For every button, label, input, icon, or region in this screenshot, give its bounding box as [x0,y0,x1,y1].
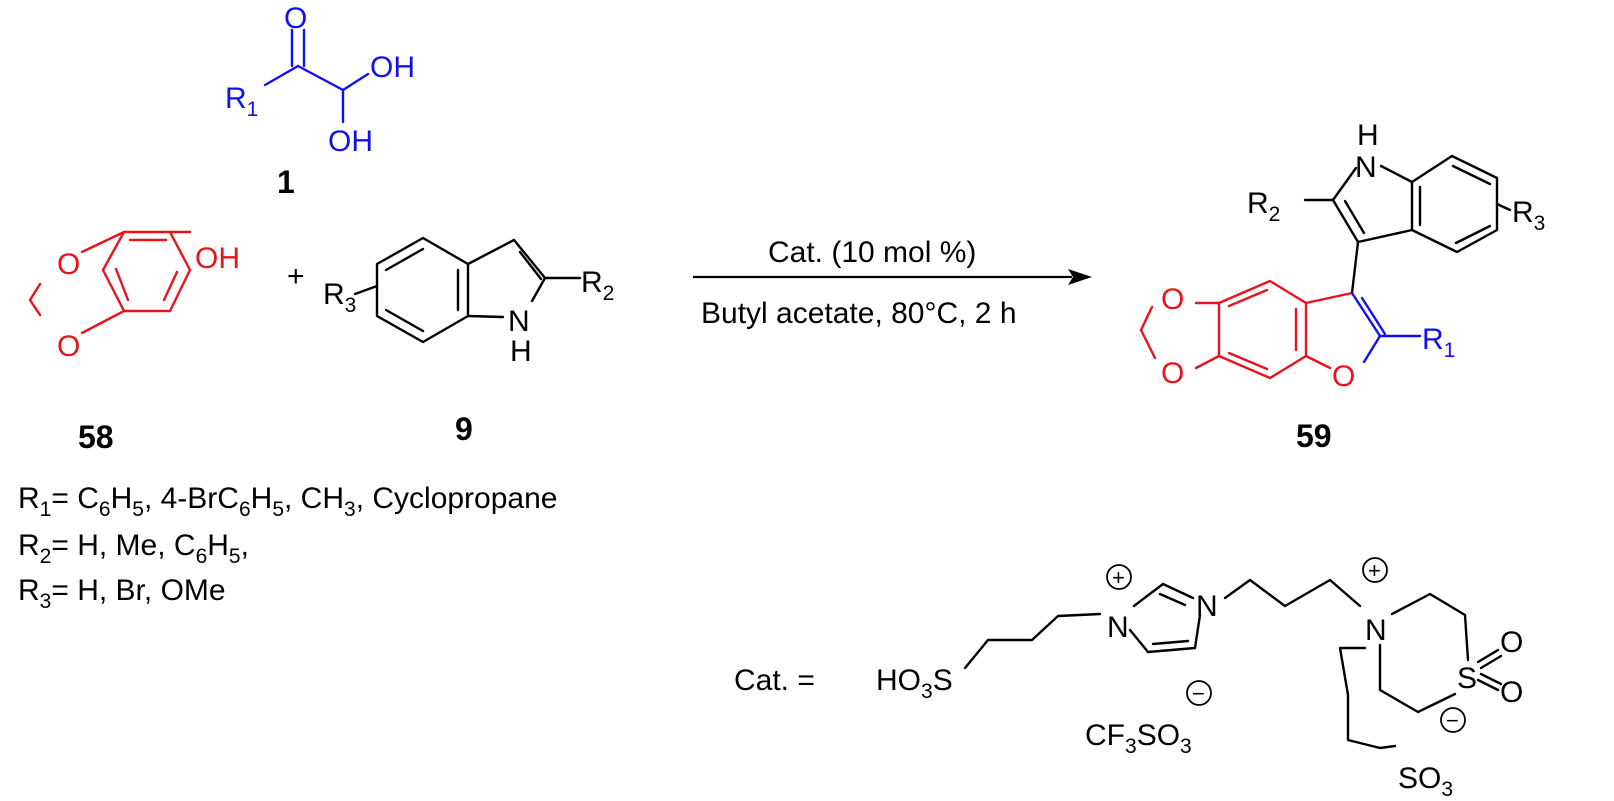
compound-59-r1: R1 [1422,323,1455,362]
compound-59-o-top: O [1161,283,1184,316]
compound-58-number: 58 [78,419,114,455]
substituent-legend: R1= C6H5, 4-BrC6H5, CH3, Cyclopropane R2… [18,482,557,613]
svg-text:+: + [1368,558,1381,583]
plus-charge-2: + [1362,557,1388,583]
compound-59-o-ring: O [1332,360,1355,393]
compound-1-r1: R1 [225,82,258,121]
svg-text:−: − [1446,708,1459,733]
catalyst-anion: CF3SO3 [1085,719,1192,758]
compound-1-oh-a: OH [370,51,415,84]
compound-59-o-bottom: O [1161,357,1184,390]
catalyst-n-plus-3: N [1365,614,1387,647]
catalyst-sulfone-s: S [1457,662,1477,695]
legend-r2: R2= H, Me, C6H5, [18,529,249,568]
compound-1-number: 1 [277,164,295,200]
catalyst-prefix: Cat. = [734,664,815,697]
compound-1: O R1 OH OH 1 [225,2,415,200]
compound-1-oxo: O [284,2,307,35]
compound-9-n: N [508,305,530,338]
svg-text:−: − [1192,681,1205,706]
compound-59-h: H [1357,119,1379,152]
conditions-catalyst: Cat. (10 mol %) [768,236,976,269]
compound-59: H N R2 R3 O O O R1 59 [1139,119,1545,454]
legend-r3: R3= H, Br, OMe [18,574,226,613]
catalyst-so3: SO3 [1398,762,1453,801]
compound-59-number: 59 [1296,418,1332,454]
plus-charge-1: + [1106,564,1132,590]
compound-1-oh-b: OH [328,125,373,158]
compound-58-oh: OH [195,242,240,275]
minus-charge-2: − [1186,680,1212,706]
catalyst-structure: Cat. = HO3S N N + N + S O O [734,557,1523,801]
compound-9-r3: R3 [323,278,356,317]
compound-9: R3 R2 N H 9 [323,236,614,447]
compound-58: O O OH 58 [28,230,240,455]
conditions-solvent: Butyl acetate, 80°C, 2 h [701,297,1017,330]
compound-59-n: N [1355,151,1377,184]
compound-59-r3: R3 [1512,196,1545,235]
compound-9-r2: R2 [581,266,614,305]
compound-59-r2: R2 [1247,187,1280,226]
plus-sign: + [287,260,305,293]
catalyst-sulfone-o2: O [1500,676,1523,709]
catalyst-n-plus-1: N [1107,611,1129,644]
catalyst-sulfone-o1: O [1500,626,1523,659]
compound-9-h: H [510,335,532,368]
svg-text:+: + [1112,565,1125,590]
reaction-arrow [693,269,1092,285]
minus-charge-1: − [1440,707,1466,733]
catalyst-ho3s: HO3S [876,664,953,703]
compound-9-number: 9 [455,411,473,447]
catalyst-n-2: N [1196,590,1218,623]
compound-58-o-top: O [57,248,80,281]
compound-58-o-bottom: O [57,330,80,363]
legend-r1: R1= C6H5, 4-BrC6H5, CH3, Cyclopropane [18,482,557,521]
